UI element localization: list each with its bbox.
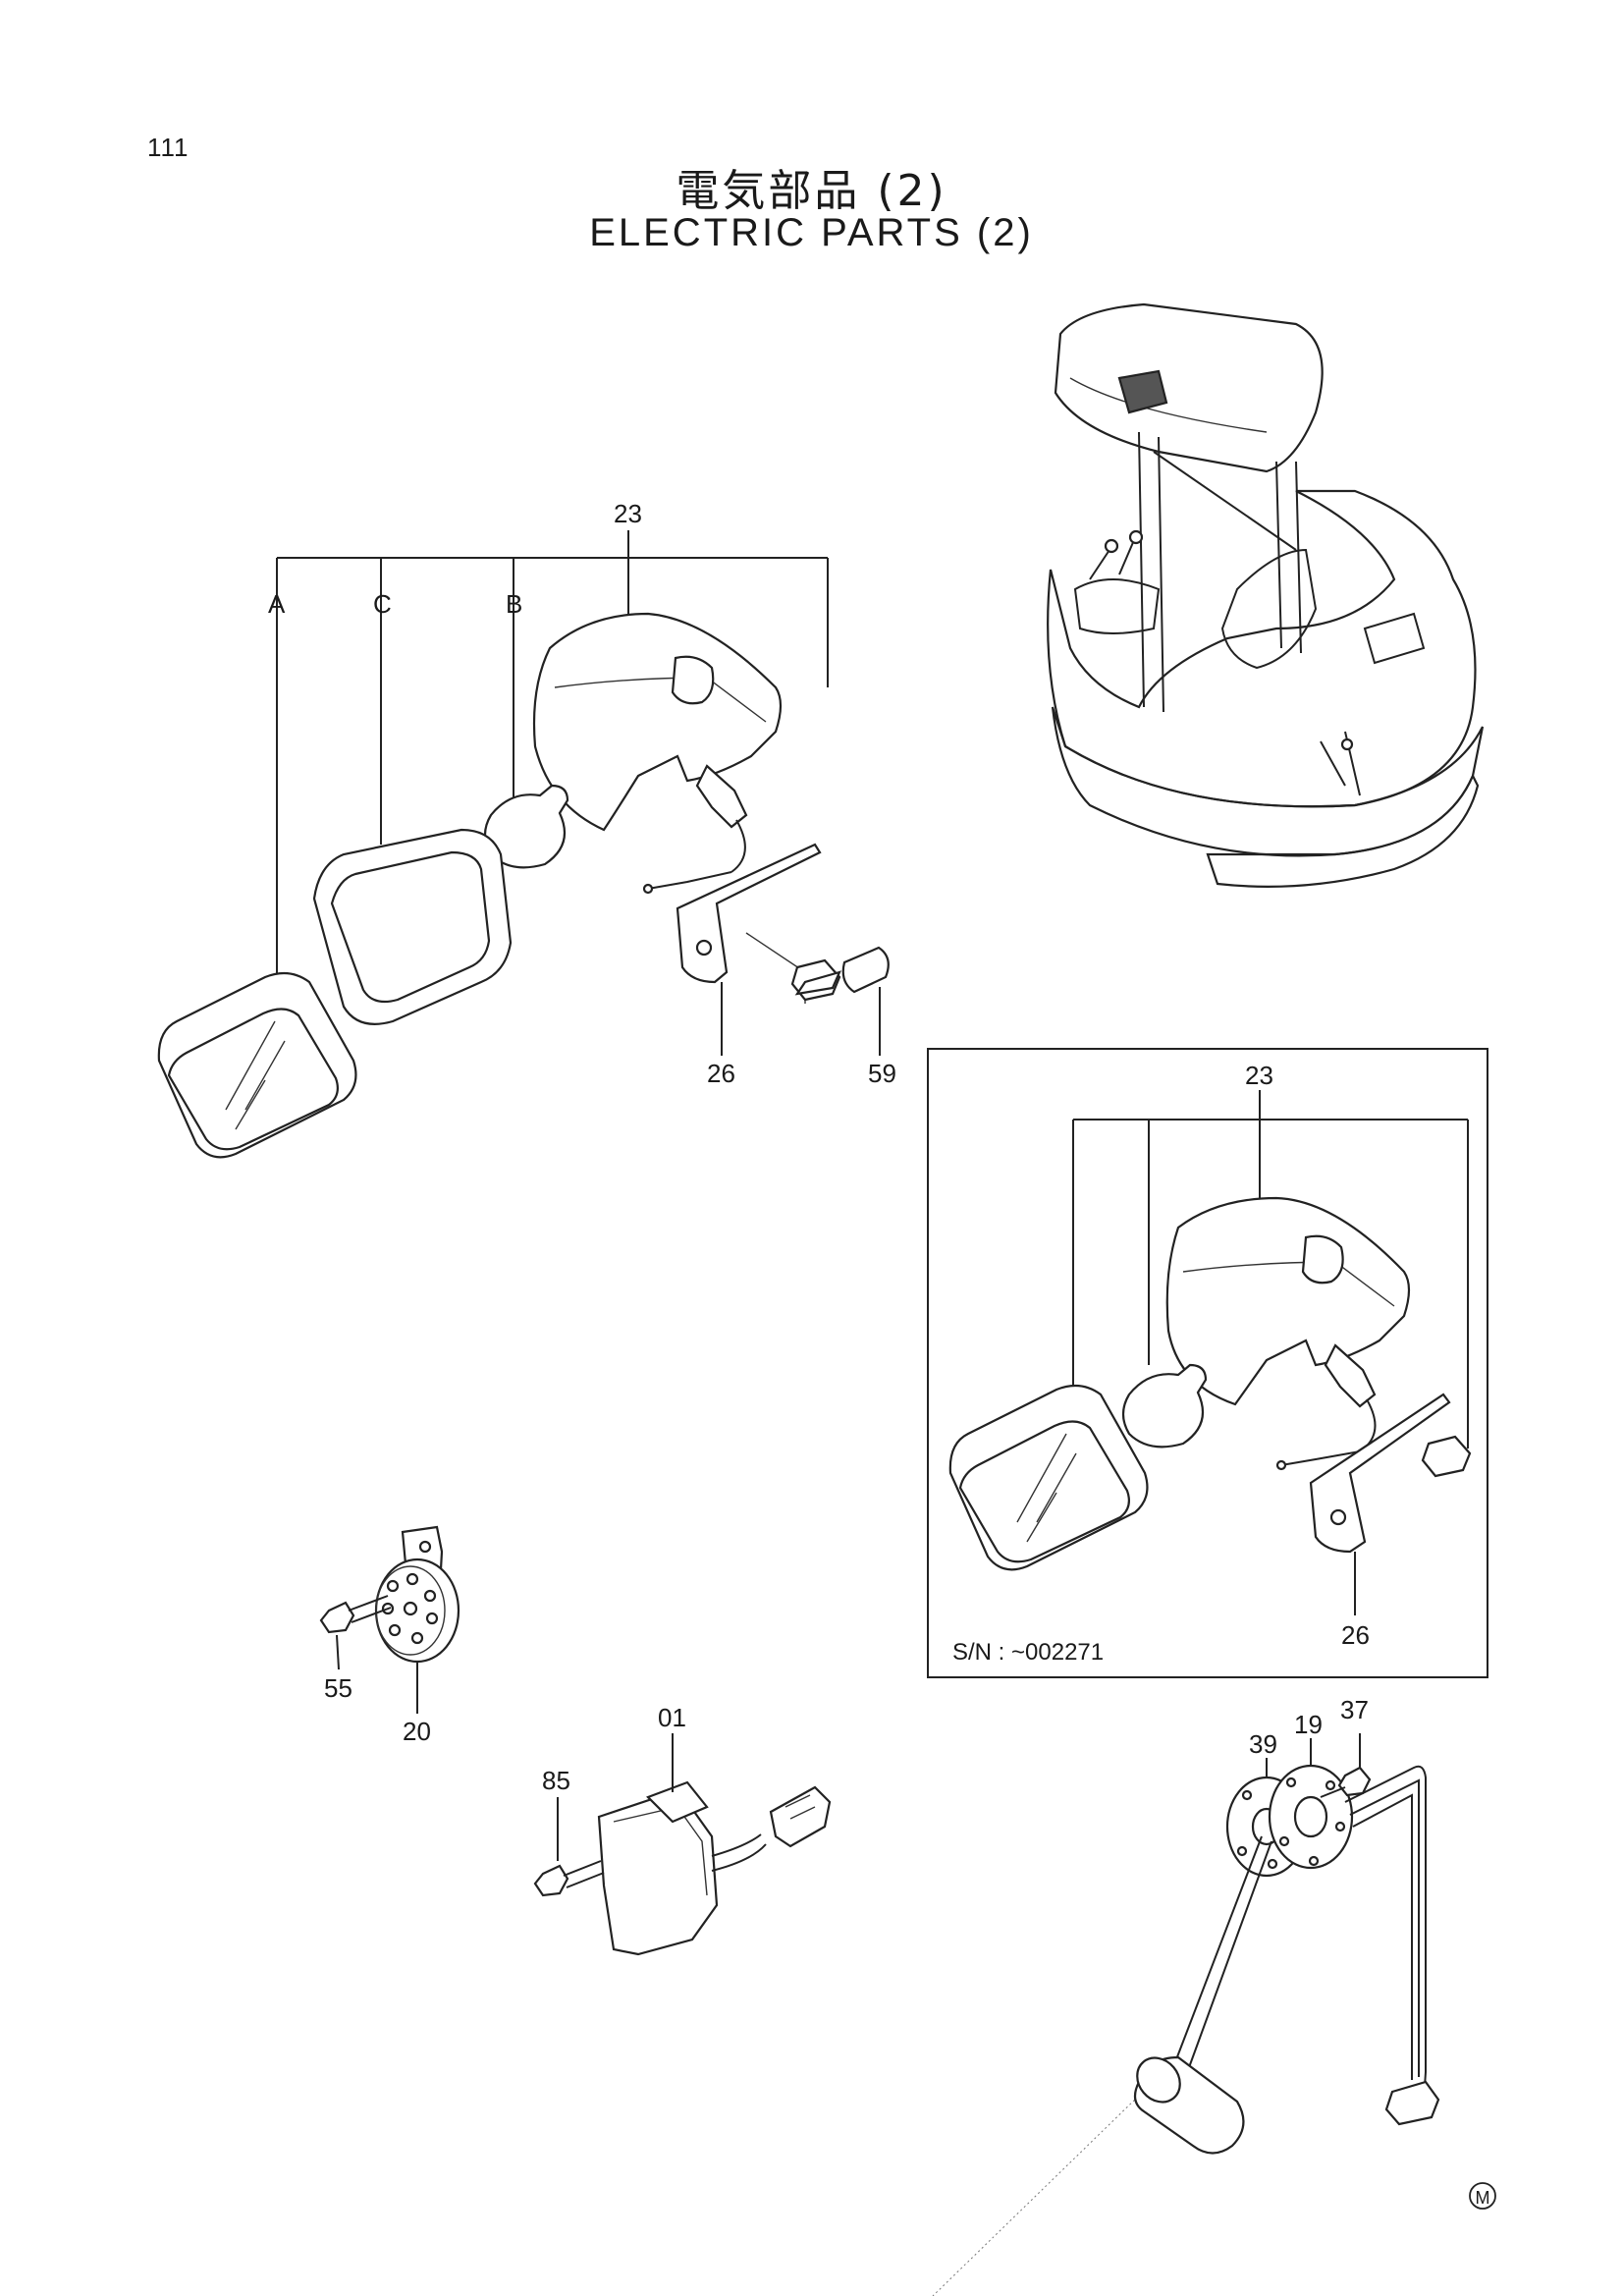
controller-unit xyxy=(533,1733,832,1956)
callout-39: 39 xyxy=(1249,1729,1277,1759)
inset-variant-box: S/N : ~002271 xyxy=(927,1048,1488,1678)
callout-26-top: 26 xyxy=(707,1059,735,1088)
inset-serial-note: S/N : ~002271 xyxy=(952,1639,1104,1666)
manufacturer-mark: M xyxy=(1469,2182,1496,2210)
horn-assembly xyxy=(319,1525,460,1714)
callout-85: 85 xyxy=(542,1766,570,1795)
callout-26-inset: 26 xyxy=(1341,1620,1370,1650)
callout-23-inset: 23 xyxy=(1245,1061,1273,1090)
page-number: 111 xyxy=(147,133,189,162)
callout-37: 37 xyxy=(1340,1695,1369,1724)
mark-letter: M xyxy=(1476,2188,1490,2208)
callout-20: 20 xyxy=(403,1717,431,1746)
callout-b: B xyxy=(506,589,522,619)
callout-55: 55 xyxy=(324,1673,352,1703)
fuel-sender-assembly xyxy=(932,1733,1440,2296)
work-lamp-assembly xyxy=(157,530,890,1159)
callout-19: 19 xyxy=(1294,1710,1323,1739)
page-title-en: ELECTRIC PARTS (2) xyxy=(589,211,1034,254)
callout-23-top: 23 xyxy=(614,499,642,528)
callout-59: 59 xyxy=(868,1059,896,1088)
page-title-ja: 電気部品 (2) xyxy=(676,166,947,216)
callout-a: A xyxy=(268,589,286,619)
machine-overview-illustration xyxy=(1047,302,1485,888)
callout-c: C xyxy=(373,589,392,619)
callout-01: 01 xyxy=(658,1703,686,1732)
